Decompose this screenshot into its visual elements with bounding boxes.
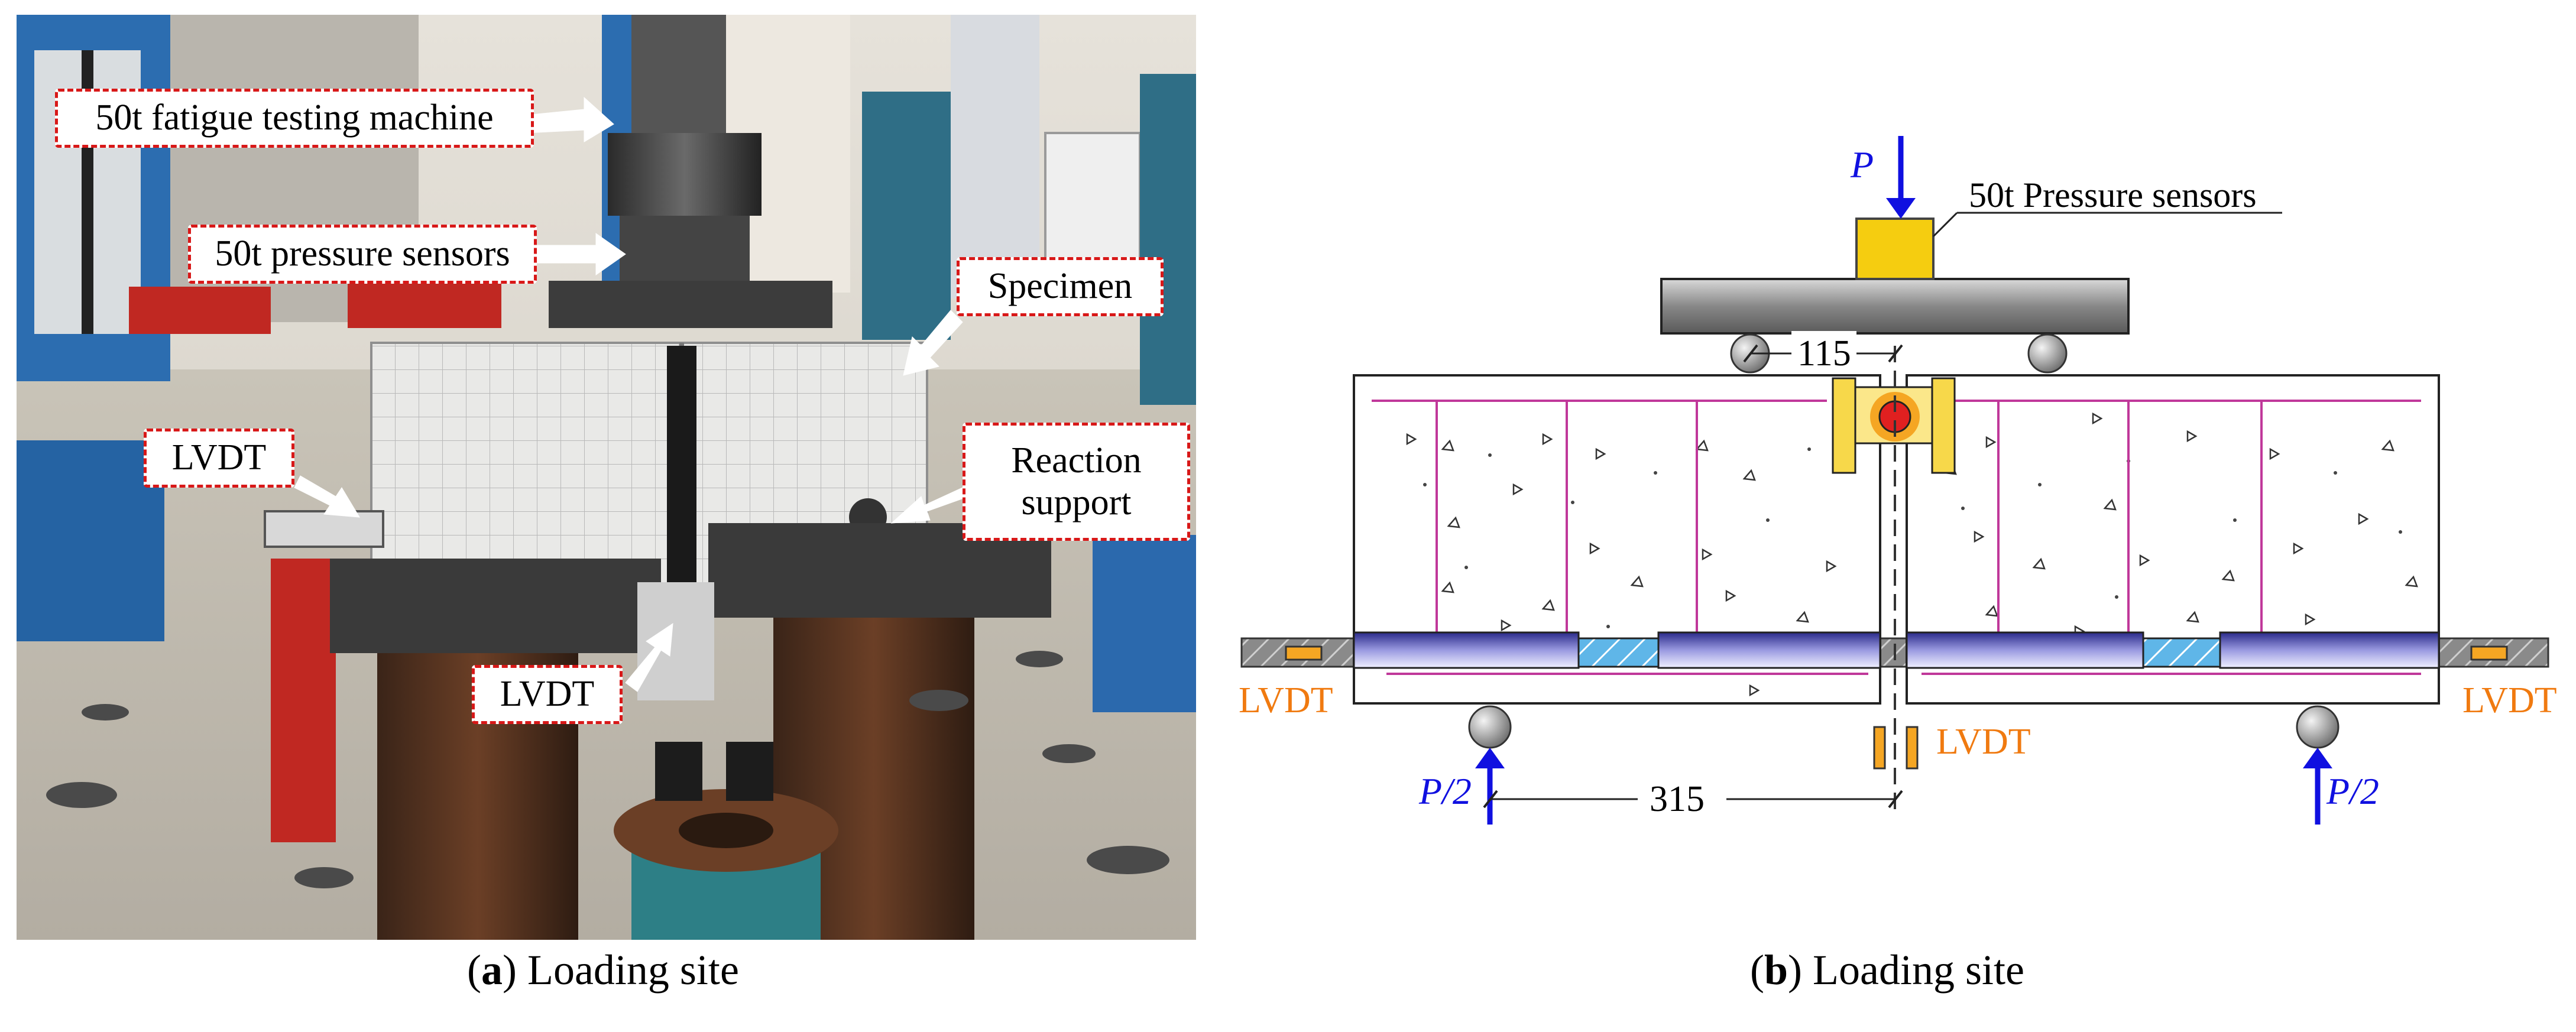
label-machine-text: 50t fatigue testing machine bbox=[95, 98, 494, 138]
label-pressure-text: 50t pressure sensors bbox=[215, 233, 510, 274]
load-arrowhead-left bbox=[1475, 748, 1505, 768]
label-machine: 50t fatigue testing machine bbox=[55, 89, 534, 148]
lvdt-center-label: LVDT bbox=[1936, 722, 2031, 762]
load-label-left: P/2 bbox=[1418, 770, 1472, 812]
lvdt-left-icon bbox=[1285, 645, 1323, 661]
right-plate-a bbox=[1906, 631, 2144, 669]
load-label-top: P bbox=[1850, 144, 1874, 186]
label-lvdt-center: LVDT bbox=[472, 665, 623, 724]
arrow-lvdt-left bbox=[294, 475, 360, 518]
left-plate-b bbox=[1657, 631, 1881, 669]
caption-b-text: Loading site bbox=[1802, 946, 2024, 994]
label-pressure: 50t pressure sensors bbox=[188, 225, 537, 284]
right-plate-gap bbox=[2142, 637, 2221, 668]
arrow-lvdt-center bbox=[625, 623, 673, 692]
label-reaction-line1: Reaction bbox=[1011, 440, 1142, 481]
left-plate-a bbox=[1353, 631, 1580, 669]
caption-a-letter: a bbox=[481, 946, 503, 994]
lvdt-center-icon-a bbox=[1873, 726, 1886, 770]
load-arrowhead-right bbox=[2303, 748, 2332, 768]
pressure-sensor bbox=[1855, 218, 1935, 280]
dim-top: 115 bbox=[1797, 333, 1851, 374]
load-arrowhead-top bbox=[1886, 198, 1916, 219]
dim-bottom: 315 bbox=[1650, 779, 1705, 819]
label-lvdt-left: LVDT bbox=[144, 429, 294, 488]
label-specimen: Specimen bbox=[957, 257, 1164, 316]
arrow-pressure bbox=[530, 233, 626, 275]
label-lvdt-center-text: LVDT bbox=[500, 674, 595, 715]
left-plate-gap bbox=[1577, 637, 1660, 668]
photo-panel: 50t fatigue testing machine 50t pressure… bbox=[17, 15, 1196, 940]
sensor-leader bbox=[1932, 212, 1958, 238]
caption-a: (a) Loading site bbox=[467, 946, 739, 994]
loading-beam bbox=[1660, 278, 2130, 335]
lvdt-right-label: LVDT bbox=[2462, 680, 2557, 721]
roller-bottom-right bbox=[2296, 705, 2340, 749]
roller-top-right bbox=[2027, 333, 2068, 374]
caption-a-text: Loading site bbox=[516, 946, 739, 994]
caption-b: (b) Loading site bbox=[1750, 946, 2024, 994]
label-reaction-support: Reaction support bbox=[963, 423, 1190, 541]
label-specimen-text: Specimen bbox=[987, 266, 1133, 307]
loading-diagram: 50t Pressure sensors P 115 P/2 P/2 315 L… bbox=[1239, 136, 2557, 825]
roller-bottom-left bbox=[1468, 705, 1512, 749]
arrow-specimen bbox=[903, 310, 963, 376]
load-label-right: P/2 bbox=[2326, 770, 2379, 812]
lvdt-right-icon bbox=[2470, 645, 2508, 661]
right-plate-b bbox=[2219, 631, 2440, 669]
reinforcement bbox=[1372, 400, 2421, 675]
label-lvdt-left-text: LVDT bbox=[171, 437, 267, 478]
sensor-label: 50t Pressure sensors bbox=[1969, 176, 2257, 215]
lvdt-left-label: LVDT bbox=[1239, 680, 1333, 721]
arrow-reaction bbox=[890, 487, 969, 524]
arrow-machine bbox=[524, 96, 614, 142]
lvdt-center-icon-b bbox=[1906, 726, 1919, 770]
label-reaction-line2: support bbox=[1021, 482, 1132, 523]
caption-b-letter: b bbox=[1764, 946, 1788, 994]
